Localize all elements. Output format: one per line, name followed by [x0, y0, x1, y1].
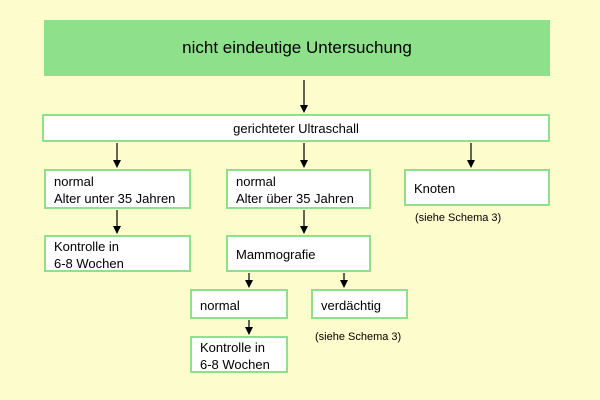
ultrasound-label: gerichteter Ultraschall [233, 120, 359, 136]
knoten-box: Knoten [404, 169, 550, 206]
normal-over-35-line1: normal [236, 174, 276, 189]
kontrolle-left-line1: Kontrolle in [54, 238, 120, 254]
kontrolle-bottom-box: Kontrolle in 6-8 Wochen [190, 336, 288, 373]
kontrolle-left-line2: 6-8 Wochen [54, 255, 124, 271]
kontrolle-bottom-line1: Kontrolle in [200, 339, 266, 355]
normal-over-35-box: normal Alter über 35 Jahren [226, 169, 371, 209]
mammo-normal-box: normal [190, 289, 288, 319]
knoten-label: Knoten [414, 181, 456, 196]
verdaechtig-label: verdächtig [321, 297, 381, 313]
normal-over-35-line2: Alter über 35 Jahren [236, 191, 354, 206]
mammo-normal-label: normal [200, 297, 240, 313]
verdaechtig-note: (siehe Schema 3) [315, 331, 402, 343]
mammografie-label: Mammografie [236, 247, 316, 262]
kontrolle-bottom-line2: 6-8 Wochen [200, 356, 270, 372]
mammografie-box: Mammografie [226, 235, 371, 272]
normal-under-35-box: normal Alter unter 35 Jahren [44, 169, 191, 209]
knoten-note: (siehe Schema 3) [415, 212, 502, 224]
kontrolle-left-box: Kontrolle in 6-8 Wochen [44, 235, 191, 272]
verdaechtig-box: verdächtig [311, 289, 408, 319]
header-title: nicht eindeutige Untersuchung [182, 38, 412, 57]
header-box: nicht eindeutige Untersuchung [44, 20, 550, 76]
ultrasound-box: gerichteter Ultraschall [42, 114, 550, 142]
normal-under-35-line1: normal [54, 174, 94, 189]
normal-under-35-line2: Alter unter 35 Jahren [54, 191, 176, 206]
